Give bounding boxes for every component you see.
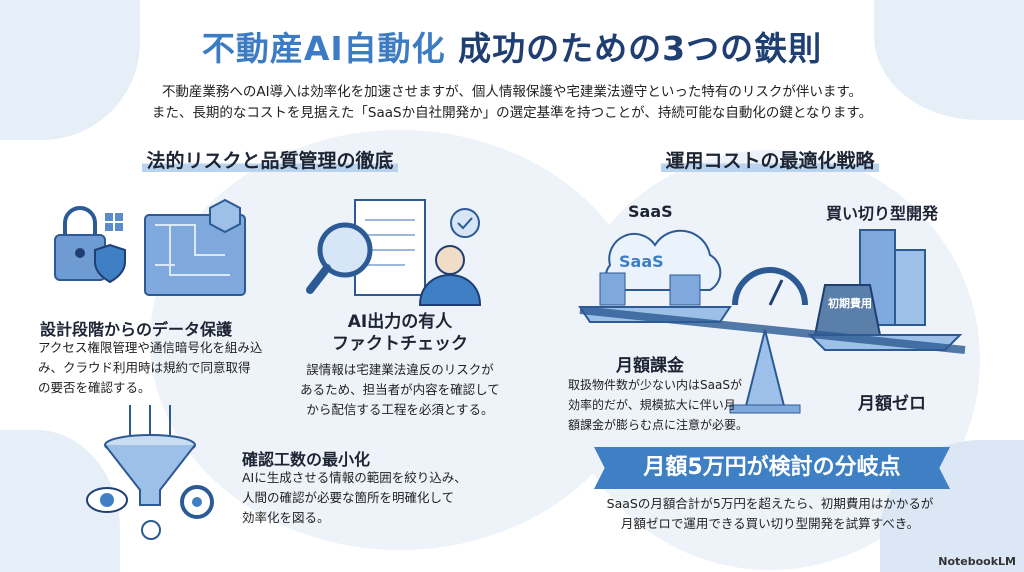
magnifier-document-person-icon bbox=[306, 199, 482, 306]
zero-monthly-label: 月額ゼロ bbox=[858, 394, 926, 414]
item-title: AI出力の有人ファクトチェック bbox=[332, 312, 468, 354]
saas-label: SaaS bbox=[628, 202, 673, 221]
subtitle-line: また、長期的なコストを見据えた「SaaSか自社開発か」の選定基準を持つことが、持… bbox=[151, 105, 873, 121]
threshold-banner: 月額5万円が検討の分岐点 bbox=[594, 447, 950, 489]
item-title: 設計段階からのデータ保護 bbox=[40, 320, 233, 339]
left-section-heading: 法的リスクと品質管理の徹底 bbox=[100, 146, 440, 173]
cloud-label: SaaS bbox=[619, 252, 664, 271]
funnel-eye-target-icon bbox=[86, 405, 214, 540]
buyout-label: 買い切り型開発 bbox=[826, 204, 939, 223]
right-section-heading: 運用コストの最適化戦略 bbox=[600, 146, 940, 173]
monthly-fee-title: 月額課金 bbox=[616, 356, 684, 376]
cost-scale-icon bbox=[578, 229, 966, 414]
weight-label: 初期費用 bbox=[828, 297, 872, 310]
item-body: AIに生成させる情報の範囲を絞り込み、人間の確認が必要な箇所を明確化して効率化を… bbox=[242, 470, 467, 525]
item-body: 誤情報は宅建業法違反のリスクがあるため、担当者が内容を確認してから配信する工程を… bbox=[300, 362, 500, 417]
item-body: アクセス権限管理や通信暗号化を組み込み、クラウド利用時は規約で同意取得の要否を確… bbox=[38, 340, 263, 395]
conclusion-text: SaaSの月額合計が5万円を超えたら、初期費用はかかるが月額ゼロで運用できる買い… bbox=[606, 496, 934, 531]
page-title: 不動産AI自動化 成功のための3つの鉄則 bbox=[201, 29, 823, 68]
subtitle-line: 不動産業務へのAI導入は効率化を加速させますが、個人情報保護や宅建業法遵守といっ… bbox=[161, 84, 863, 100]
item-title: 確認工数の最小化 bbox=[242, 450, 371, 469]
notebooklm-logo: NotebookLM bbox=[938, 555, 1016, 568]
monthly-fee-body: 取扱物件数が少ない内はSaaSが効率的だが、規模拡大に伴い月額課金が膨らむ点に注… bbox=[568, 378, 749, 432]
lock-blueprint-icon bbox=[54, 198, 246, 296]
